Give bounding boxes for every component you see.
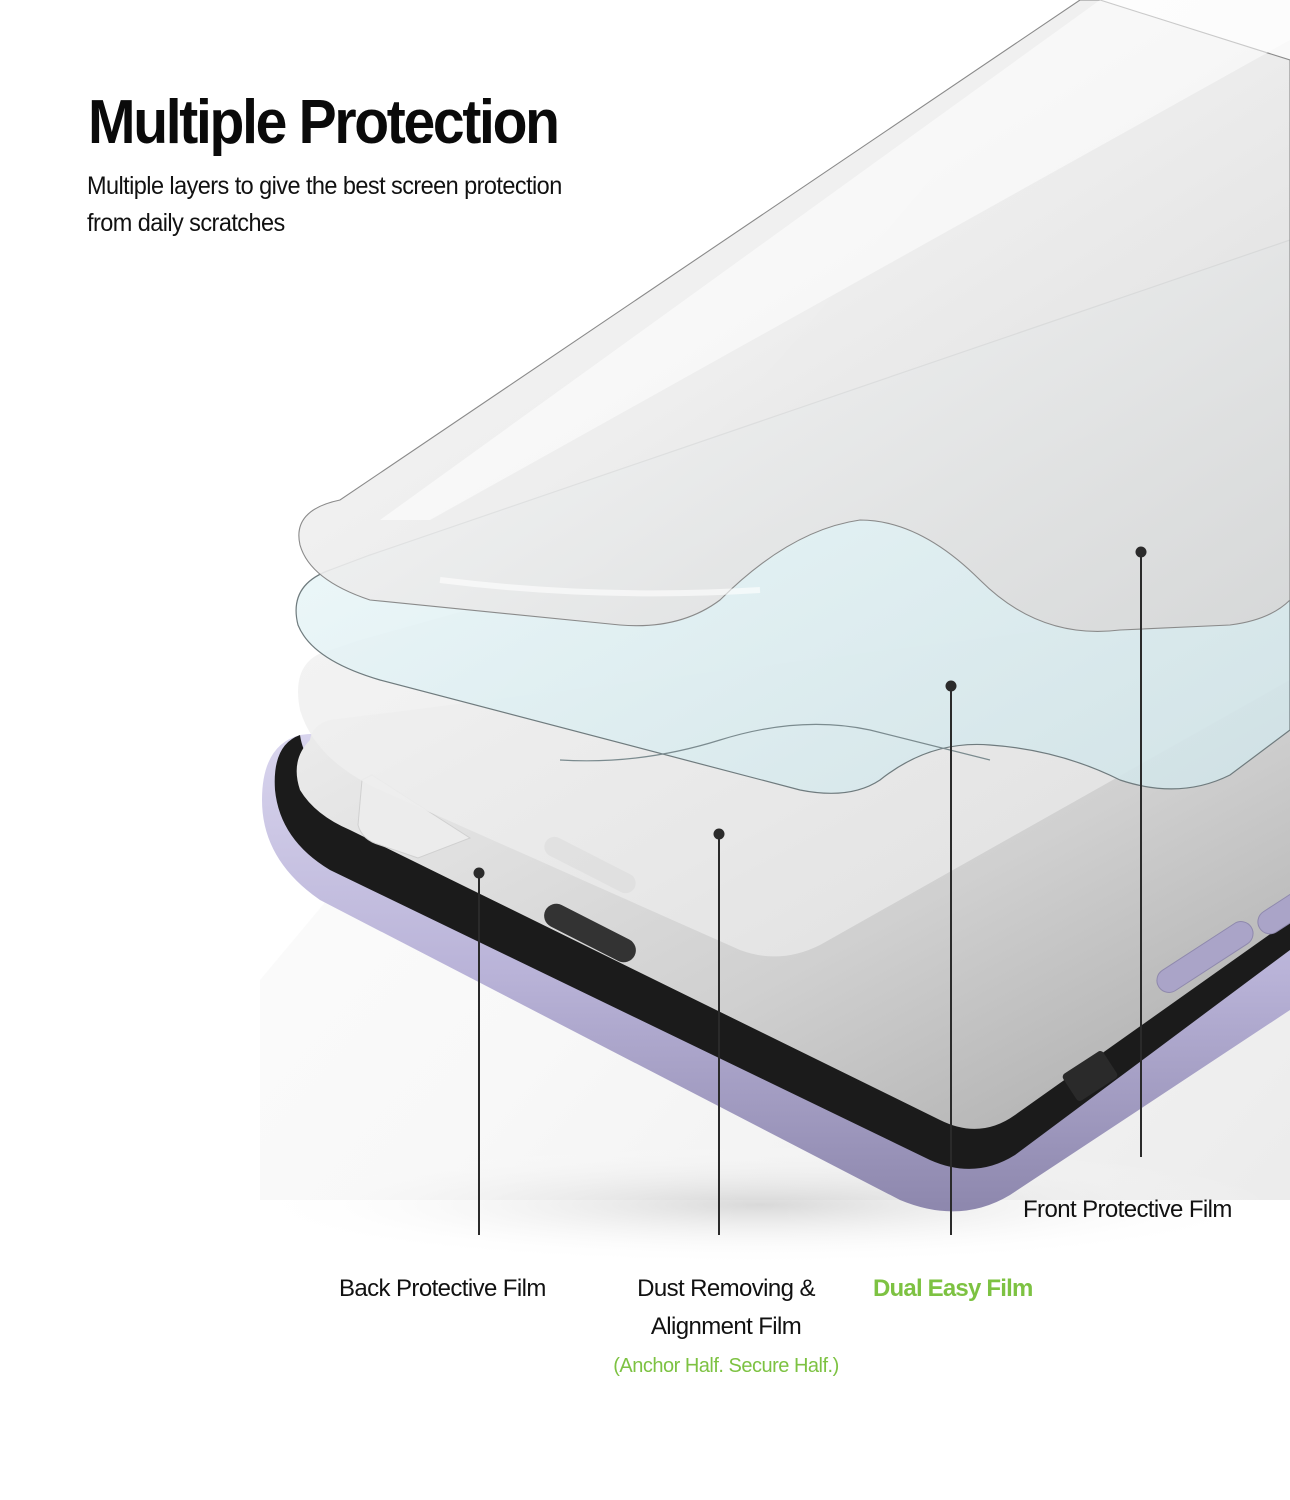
mute-switch bbox=[1062, 1051, 1118, 1101]
label-dust-line-1: Dust Removing & bbox=[637, 1275, 815, 1302]
earpiece-slot-lower bbox=[544, 903, 636, 963]
callout-dot-dust-removing-film bbox=[713, 828, 725, 840]
side-button-upper bbox=[1257, 889, 1290, 935]
alignment-tab bbox=[357, 774, 472, 859]
subtitle-line-2: from daily scratches bbox=[87, 209, 285, 237]
label-dust-line-2: Alignment Film bbox=[650, 1313, 802, 1340]
film-highlight-1 bbox=[380, 0, 1290, 520]
callout-dot-front-film bbox=[1135, 546, 1147, 558]
label-back-protective-film: Back Protective Film bbox=[339, 1275, 546, 1302]
callout-dot-back-film bbox=[473, 867, 485, 879]
page-subtitle: Multiple layers to give the best screen … bbox=[87, 168, 651, 242]
label-dust-note: (Anchor Half. Secure Half.) bbox=[613, 1355, 839, 1377]
label-front-protective-film: Front Protective Film bbox=[1023, 1196, 1232, 1223]
leader-line-dust-removing-film bbox=[718, 834, 720, 1235]
callout-dot-dual-easy-film bbox=[945, 680, 957, 692]
phone-bezel bbox=[274, 735, 1290, 1169]
leader-line-back-film bbox=[478, 873, 480, 1235]
volume-button bbox=[1156, 921, 1254, 993]
film-dual-easy-wave bbox=[559, 723, 991, 762]
film-highlight-2 bbox=[439, 577, 761, 597]
leader-line-dual-easy-film bbox=[950, 686, 952, 1235]
subtitle-line-1: Multiple layers to give the best screen … bbox=[87, 172, 562, 200]
leader-line-front-film bbox=[1140, 552, 1142, 1157]
label-dual-easy-film: Dual Easy Film bbox=[873, 1275, 1033, 1302]
label-dust-removing-alignment-film: Dust Removing & Alignment Film (Anchor H… bbox=[590, 1270, 862, 1385]
page-title: Multiple Protection bbox=[88, 88, 560, 157]
